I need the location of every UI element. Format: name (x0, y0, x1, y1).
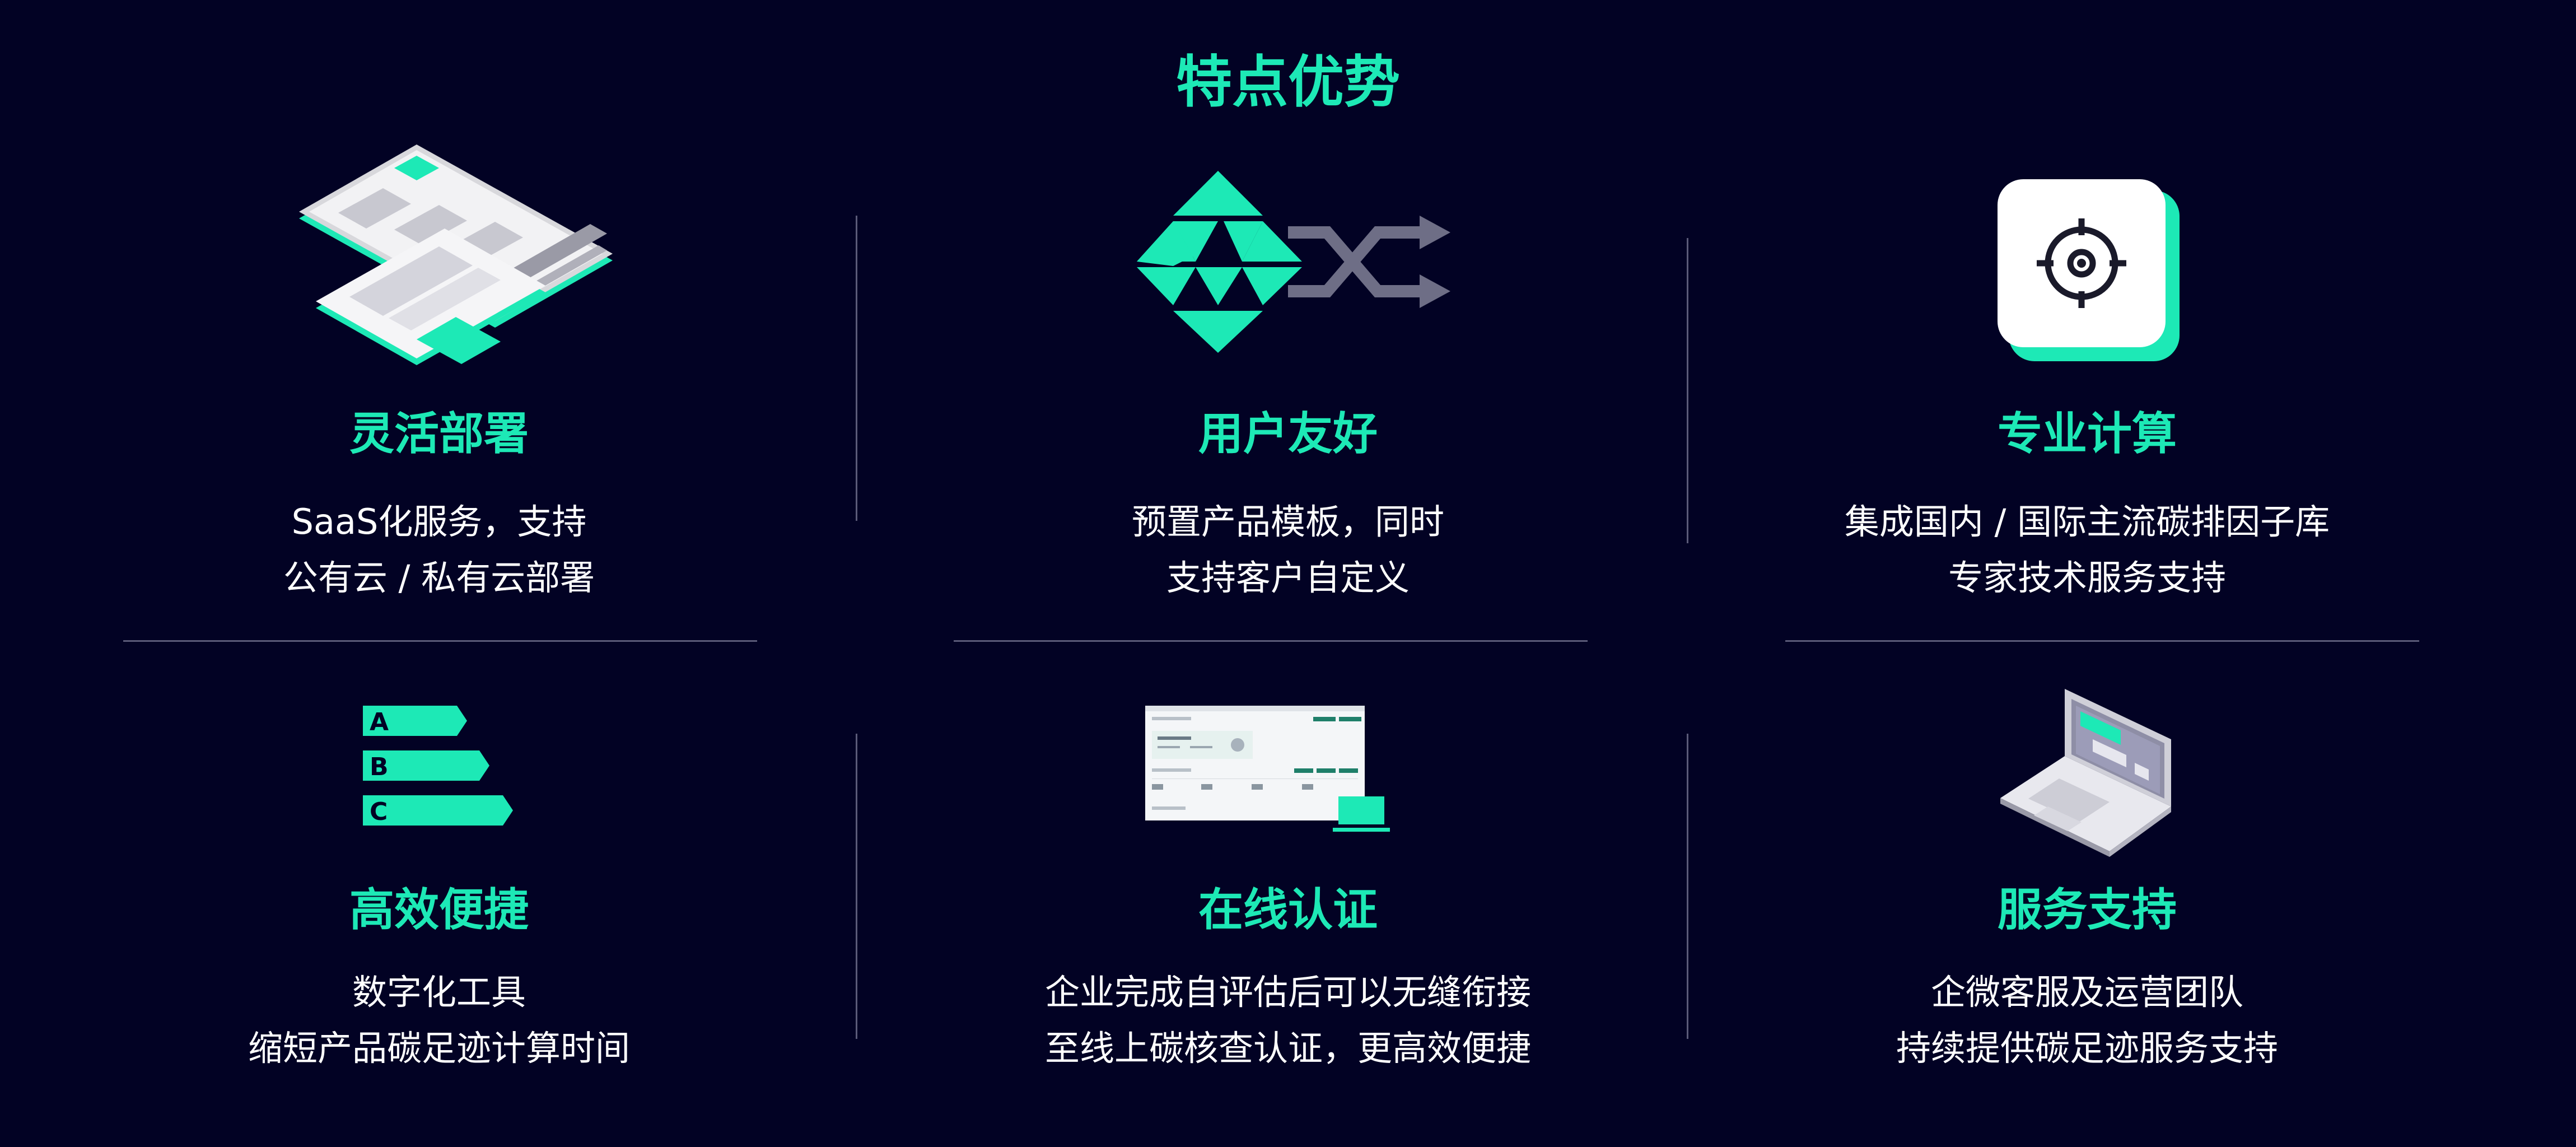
vertical-divider (856, 216, 857, 521)
vertical-divider (1687, 238, 1688, 543)
laptop-support-icon (1998, 689, 2177, 857)
feature-description-line: 持续提供碳足迹服务支持 (1896, 1028, 2278, 1069)
feature-description-line: 缩短产品碳足迹计算时间 (248, 1028, 630, 1069)
feature-description-line: 集成国内 / 国际主流碳排因子库 (1844, 501, 2330, 542)
feature-description: 数字化工具 缩短产品碳足迹计算时间 (19, 964, 859, 1076)
feature-description-line: 数字化工具 (352, 972, 526, 1013)
feature-description: SaaS化服务，支持 公有云 / 私有云部署 (19, 494, 859, 606)
feature-description-line: 专家技术服务支持 (1948, 557, 2226, 598)
rating-badge-b: B (370, 753, 389, 781)
feature-title: 高效便捷 (349, 884, 529, 936)
feature-title: 服务支持 (1998, 884, 2177, 936)
rating-bars-icon: A B C (363, 706, 525, 826)
feature-description-line: 企业完成自评估后可以无缝衔接 (1044, 972, 1531, 1013)
feature-description-line: SaaS化服务，支持 (291, 501, 587, 542)
feature-card-service-support: 服务支持 企微客服及运营团队 持续提供碳足迹服务支持 (1667, 689, 2507, 1143)
feature-description: 集成国内 / 国际主流碳排因子库 专家技术服务支持 (1667, 494, 2507, 606)
feature-card-online-certification: 在线认证 企业完成自评估后可以无缝衔接 至线上碳核查认证，更高效便捷 (868, 706, 1708, 1143)
feature-title: 灵活部署 (349, 408, 529, 460)
feature-description-line: 公有云 / 私有云部署 (283, 557, 595, 598)
horizontal-divider (123, 640, 757, 642)
feature-description: 预置产品模板，同时 支持客户自定义 (868, 494, 1708, 606)
vertical-divider (856, 734, 857, 1039)
target-icon (1998, 179, 2182, 364)
feature-description: 企业完成自评估后可以无缝衔接 至线上碳核查认证，更高效便捷 (868, 964, 1708, 1076)
horizontal-divider (954, 640, 1588, 642)
feature-title: 用户友好 (1198, 408, 1378, 460)
feature-description-line: 预置产品模板，同时 (1131, 501, 1444, 542)
rating-badge-c: C (370, 798, 388, 826)
feature-card-professional-calculation: 专业计算 集成国内 / 国际主流碳排因子库 专家技术服务支持 (1667, 140, 2507, 610)
shuffle-triangles-icon (1137, 171, 1450, 353)
feature-title: 专业计算 (1998, 408, 2177, 460)
horizontal-divider (1785, 640, 2419, 642)
feature-card-user-friendly: 用户友好 预置产品模板，同时 支持客户自定义 (868, 140, 1708, 610)
feature-description-line: 企微客服及运营团队 (1930, 972, 2243, 1013)
feature-card-efficient: A B C 高效便捷 数字化工具 缩短产品碳足迹计算时间 (19, 706, 859, 1143)
feature-title: 在线认证 (1198, 884, 1378, 936)
feature-card-flexible-deployment: 灵活部署 SaaS化服务，支持 公有云 / 私有云部署 (19, 140, 859, 610)
feature-description-line: 支持客户自定义 (1166, 557, 1410, 598)
online-certification-icon (1145, 706, 1392, 834)
rating-badge-a: A (370, 708, 389, 736)
feature-description: 企微客服及运营团队 持续提供碳足迹服务支持 (1667, 964, 2507, 1076)
vertical-divider (1687, 734, 1688, 1039)
feature-description-line: 至线上碳核查认证，更高效便捷 (1044, 1028, 1531, 1069)
deployment-screens-icon (277, 140, 624, 386)
page-title: 特点优势 (1176, 49, 1400, 115)
